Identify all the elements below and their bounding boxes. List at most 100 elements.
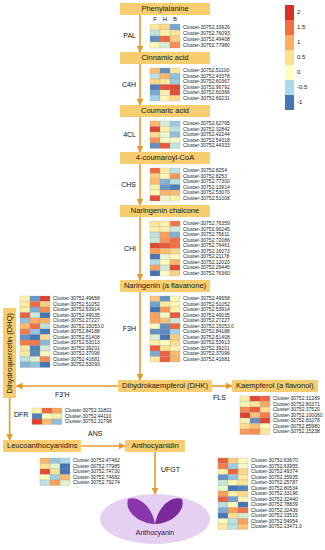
heatmap-cell [160,79,170,85]
heatmap-cell [150,68,160,74]
heatmap-cell [250,396,260,402]
heatmap-cell [228,475,238,481]
heatmap-cell [52,414,62,420]
heatmap-cell [218,486,228,492]
heatmap-cell [238,524,248,530]
heatmap-cell [228,519,238,525]
heatmap-cell [160,302,170,308]
compound-name: Cinnamic acid [141,54,188,62]
heatmap-cell [160,260,170,266]
heatmap-cell [150,265,160,271]
pathway-arrow [139,64,141,105]
heatmap-cell [150,324,160,330]
heatmap-cell [170,271,180,277]
heatmap-cell [240,402,250,408]
heatmap-cell [32,408,42,414]
heatmap-cell [40,464,50,470]
heatmap-cell [150,313,160,319]
heatmap-cell [160,221,170,227]
heatmap-cell [40,318,50,324]
heatmap-cell [160,143,170,149]
heatmap-cell [150,85,160,91]
heatmap-cell [40,329,50,335]
heatmap-cell [160,243,170,249]
heatmap-cell [170,302,180,308]
heatmap-cell [20,318,30,324]
heatmap-cell [160,232,170,238]
heatmap-cell [160,238,170,244]
heatmap-cell [150,249,160,255]
scale-value: 1 [297,39,300,46]
heatmap-cell [30,296,40,302]
enzyme-name: F3H [123,325,136,333]
heatmap-cell [150,307,160,313]
heatmap-cell [170,196,180,202]
heatmap-cell [218,475,228,481]
heatmap-cell [160,42,170,48]
pathway-arrow [139,117,141,152]
heatmap-cell [170,260,180,266]
enzyme-name: CHI [124,245,136,253]
heatmap-cell [150,79,160,85]
heatmap-cell [30,307,40,313]
color-scale-swatch [285,5,294,20]
heatmap-cell [160,30,170,36]
heatmap-cell [150,260,160,266]
heatmap-cell [238,513,248,519]
heatmap-cell [30,351,40,357]
pathway-arrow [154,452,156,494]
heatmap-cell [240,429,250,435]
compound-name: Leucoanthocyanidins [7,442,77,450]
heatmap-cell [150,42,160,48]
heatmap-cell [32,419,42,425]
heatmap-cell [160,351,170,357]
heatmap-cell [30,313,40,319]
scale-value: 0 [297,69,300,76]
heatmap-cell [238,464,248,470]
color-scale-swatch [285,20,294,35]
gene-id: Cluster-30752.15238 [273,429,320,435]
heatmap-cell [60,475,70,481]
heatmap-cell [60,458,70,464]
heatmap-cell [160,324,170,330]
color-scale-swatch [285,50,294,65]
enzyme-name: CHS [121,181,136,189]
heatmap-cell [52,419,62,425]
heatmap-cell [150,221,160,227]
heatmap-cell [60,464,70,470]
heatmap-cell [218,469,228,475]
heatmap-cell [170,179,180,185]
gene-id: Cluster-30752.31798 [65,419,112,425]
heatmap-cell [170,24,180,30]
heatmap-cell [160,357,170,363]
heatmap-cell [170,249,180,255]
heatmap-cell [160,96,170,102]
heatmap-cell [50,469,60,475]
scale-value: 1.5 [297,24,305,31]
heatmap-cell [150,232,160,238]
heatmap-cell [170,174,180,180]
heatmap-cell [150,185,160,191]
heatmap-cell [218,458,228,464]
heatmap-cell [40,313,50,319]
heatmap-cell [40,296,50,302]
heatmap-cell [240,424,250,430]
heatmap-cell [170,42,180,48]
heatmap-cell [260,418,270,424]
enzyme-name: FLS [213,394,226,402]
heatmap-cell [218,464,228,470]
heatmap-cell [238,491,248,497]
heatmap-cell [20,302,30,308]
heatmap-cell [150,318,160,324]
heatmap-cell [160,329,170,335]
heatmap-cell [228,480,238,486]
heatmap-cell [20,329,30,335]
heatmap-cell [170,36,180,42]
heatmap-cell [218,513,228,519]
pathway-arrow [16,385,118,387]
heatmap-cell [170,30,180,36]
heatmap-cell [228,469,238,475]
heatmap-cell [170,221,180,227]
heatmap-cell [250,424,260,430]
